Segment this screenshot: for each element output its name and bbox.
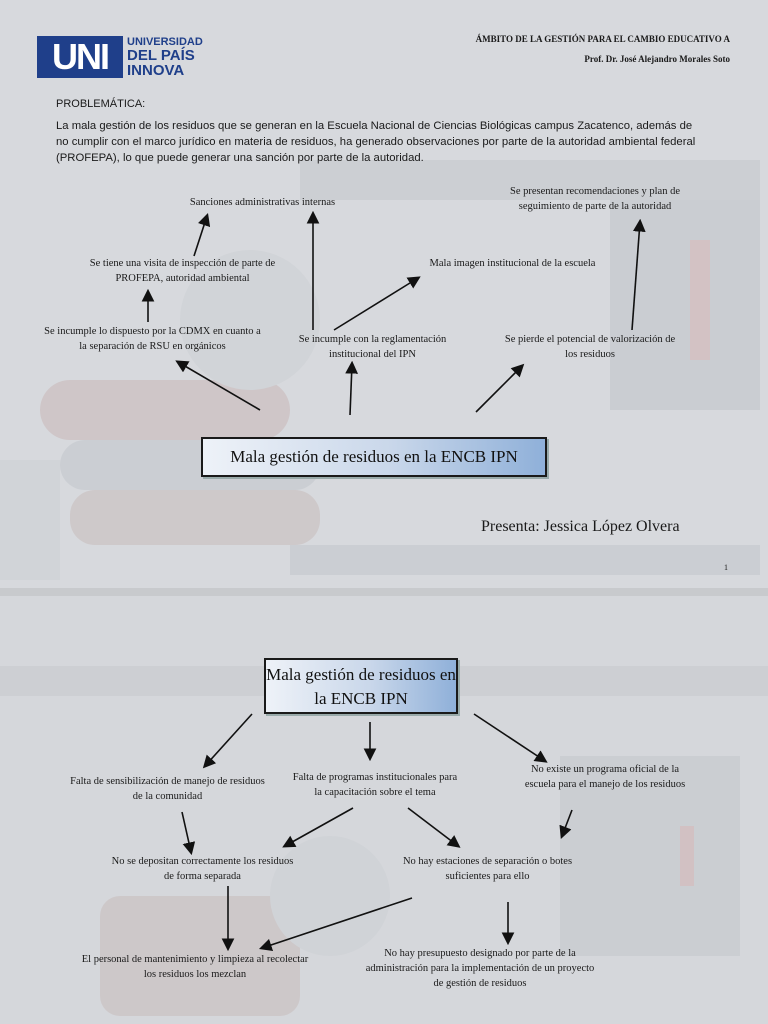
arrow-to-mala-imagen bbox=[334, 278, 418, 330]
concept-map-1-arrows bbox=[0, 0, 768, 588]
page-number: 1 bbox=[724, 563, 728, 572]
arrow-to-recomendaciones bbox=[632, 222, 640, 330]
concept-map-2-arrows bbox=[0, 596, 768, 1024]
page-2: Mala gestión de residuos en la ENCB IPN … bbox=[0, 588, 768, 1024]
arrow-to-cdmx bbox=[178, 362, 260, 410]
arrow-to-potencial bbox=[476, 366, 522, 412]
arrow-to-reglamentacion bbox=[350, 364, 352, 415]
arrow-to-sanciones bbox=[194, 216, 207, 256]
author-presenta: Presenta: Jessica López Olvera bbox=[481, 518, 680, 536]
page-1: UNI UNIVERSIDAD DEL PAÍS INNOVA ÁMBITO D… bbox=[0, 0, 768, 588]
